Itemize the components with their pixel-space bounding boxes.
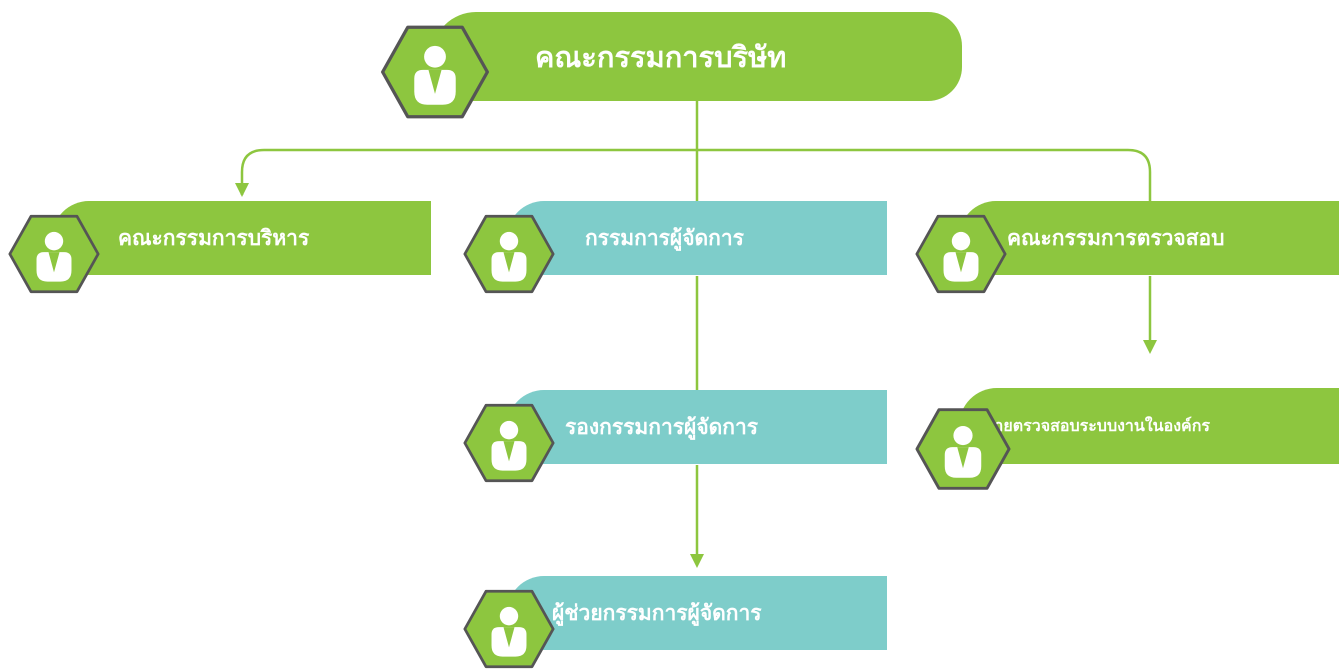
hexagon-badge — [915, 408, 1011, 490]
node-deputy-managing-director-banner: รองกรรมการผู้จัดการ — [507, 390, 887, 464]
node-managing-director-label: กรรมการผู้จัดการ — [585, 225, 744, 250]
person-icon — [491, 231, 527, 282]
hexagon-badge — [463, 403, 555, 483]
hexagon-badge — [915, 214, 1007, 294]
node-managing-director[interactable]: กรรมการผู้จัดการ — [463, 201, 887, 295]
node-audit-committee-label: คณะกรรมการตรวจสอบ — [1007, 225, 1225, 250]
node-assistant-managing-director[interactable]: ผู้ช่วยกรรมการผู้จัดการ — [463, 576, 887, 670]
node-executive-committee-label: คณะกรรมการบริหาร — [118, 225, 310, 250]
node-audit-committee-badge — [915, 213, 1007, 295]
node-internal-audit-banner: ฝ่ายตรวจสอบระบบงานในองค์กร — [959, 388, 1339, 464]
node-assistant-managing-director-badge — [463, 588, 555, 670]
node-board-badge — [380, 24, 490, 120]
node-deputy-managing-director-badge — [463, 402, 555, 484]
person-icon — [943, 231, 979, 282]
person-icon — [36, 231, 72, 282]
node-deputy-managing-director[interactable]: รองกรรมการผู้จัดการ — [463, 390, 887, 484]
node-internal-audit[interactable]: ฝ่ายตรวจสอบระบบงานในองค์กร — [915, 388, 1339, 495]
hexagon-badge — [381, 25, 489, 119]
node-executive-committee[interactable]: คณะกรรมการบริหาร — [8, 201, 431, 295]
node-executive-committee-badge — [8, 213, 100, 295]
arrowhead-executive-committee — [235, 183, 249, 197]
node-assistant-managing-director-banner: ผู้ช่วยกรรมการผู้จัดการ — [507, 576, 887, 650]
node-internal-audit-label: ฝ่ายตรวจสอบระบบงานในองค์กร — [985, 415, 1210, 435]
node-internal-audit-badge — [915, 405, 1011, 493]
node-managing-director-banner: กรรมการผู้จัดการ — [507, 201, 887, 275]
person-icon — [944, 425, 982, 478]
node-deputy-managing-director-label: รองกรรมการผู้จัดการ — [565, 414, 759, 439]
node-audit-committee-banner: คณะกรรมการตรวจสอบ — [959, 201, 1339, 275]
node-board[interactable]: คณะกรรมการบริษัท — [380, 12, 962, 120]
arrowhead-assistant-managing-director — [690, 554, 704, 568]
person-icon — [491, 420, 527, 471]
hexagon-badge — [8, 214, 100, 294]
node-assistant-managing-director-label: ผู้ช่วยกรรมการผู้จัดการ — [552, 600, 762, 625]
person-icon — [491, 606, 527, 657]
node-managing-director-badge — [463, 213, 555, 295]
node-board-label: คณะกรรมการบริษัท — [535, 39, 787, 74]
hexagon-badge — [463, 589, 555, 669]
node-executive-committee-banner: คณะกรรมการบริหาร — [52, 201, 431, 275]
hexagon-badge — [463, 214, 555, 294]
node-audit-committee[interactable]: คณะกรรมการตรวจสอบ — [915, 201, 1339, 295]
person-icon — [414, 45, 456, 105]
node-board-banner: คณะกรรมการบริษัท — [432, 12, 962, 101]
arrowhead-internal-audit — [1143, 340, 1157, 354]
